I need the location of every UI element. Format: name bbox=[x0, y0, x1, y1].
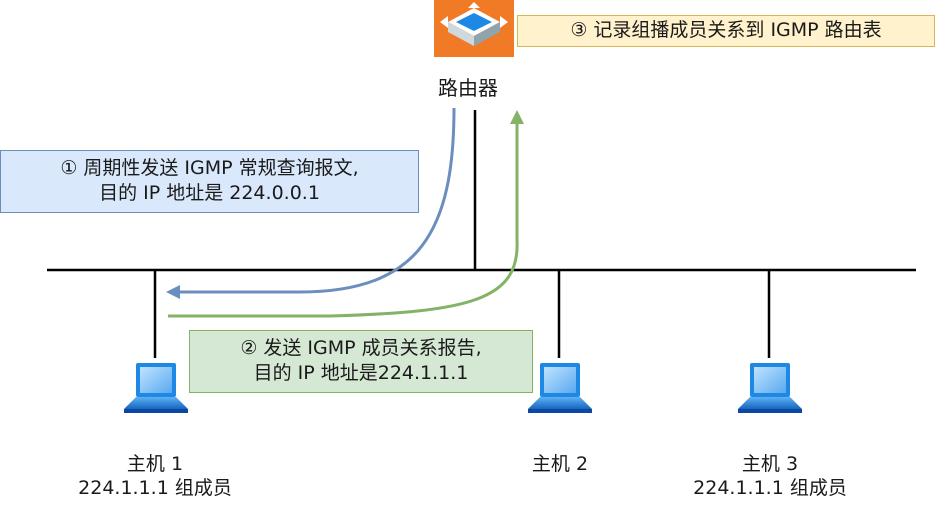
router-note-text: ③ 记录组播成员关系到 IGMP 路由表 bbox=[570, 19, 882, 41]
host3-name: 主机 3 bbox=[741, 453, 799, 475]
query-arrow-head bbox=[166, 285, 180, 299]
query-callout-box: ① 周期性发送 IGMP 常规查询报文, 目的 IP 地址是 224.0.0.1 bbox=[0, 150, 419, 213]
report-arrow bbox=[168, 122, 519, 318]
router-label: 路由器 bbox=[438, 76, 498, 100]
host2-label: 主机 2 bbox=[500, 452, 620, 476]
host2-computer-icon bbox=[528, 363, 592, 413]
report-callout-line2: 目的 IP 地址是224.1.1.1 bbox=[253, 362, 469, 384]
host1-group: 224.1.1.1 组成员 bbox=[78, 477, 232, 499]
report-callout-box: ② 发送 IGMP 成员关系报告, 目的 IP 地址是224.1.1.1 bbox=[189, 330, 533, 393]
router-icon bbox=[434, 0, 514, 57]
host3-group: 224.1.1.1 组成员 bbox=[693, 477, 847, 499]
host1-name: 主机 1 bbox=[126, 453, 184, 475]
host1-label: 主机 1 224.1.1.1 组成员 bbox=[40, 452, 270, 500]
host3-label: 主机 3 224.1.1.1 组成员 bbox=[655, 452, 885, 500]
query-callout-line2: 目的 IP 地址是 224.0.0.1 bbox=[99, 182, 320, 204]
host2-name: 主机 2 bbox=[531, 453, 589, 475]
report-arrow-head bbox=[510, 110, 524, 124]
host1-computer-icon bbox=[124, 363, 188, 413]
router-note-box: ③ 记录组播成员关系到 IGMP 路由表 bbox=[517, 15, 935, 47]
host3-computer-icon bbox=[738, 363, 802, 413]
query-arrow bbox=[176, 107, 456, 294]
report-callout-line1: ② 发送 IGMP 成员关系报告, bbox=[240, 337, 482, 359]
query-callout-line1: ① 周期性发送 IGMP 常规查询报文, bbox=[60, 157, 359, 179]
